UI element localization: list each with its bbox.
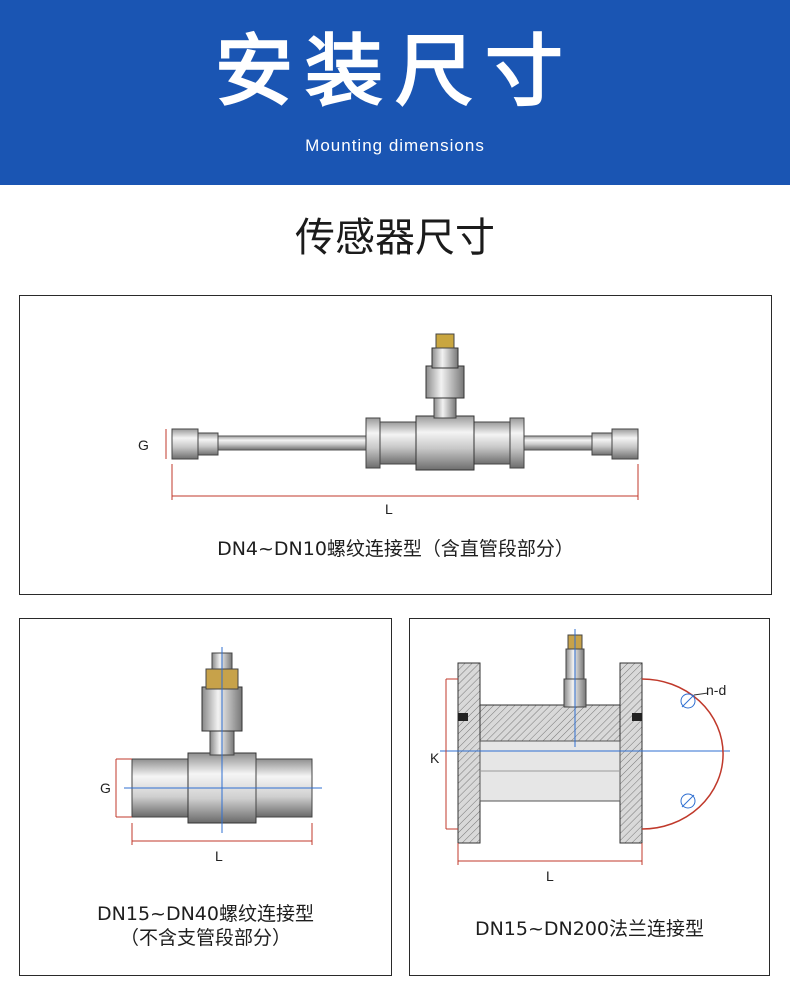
figure-caption-line1: DN15~DN40螺纹连接型 [97,903,314,925]
figure-panel-flange: K L n-d DN15~DN200法兰连接型 [409,618,770,976]
figure-panel-thread-with-pipe: G L DN4~DN10螺纹连接型（含直管段部分） [19,295,772,595]
sensor-drawing-flange: K L n-d [430,629,730,884]
figure-caption: DN4~DN10螺纹连接型（含直管段部分） [217,538,574,560]
sensor-drawing-thread: G L [100,647,322,864]
figure-caption-line2: （不含支管段部分） [119,927,291,949]
dimension-l-label: L [546,868,554,884]
figure-panel-thread: G L DN15~DN40螺纹连接型 （不含支管段部分） [19,618,392,976]
banner-title: 安装尺寸 [214,27,575,117]
banner-subtitle: Mounting dimensions [305,136,485,155]
dimension-nd-label: n-d [706,682,726,698]
dimension-g-label: G [100,780,111,796]
dimension-g-label: G [138,437,149,453]
header-banner: 安装尺寸 Mounting dimensions [0,0,790,185]
dimension-k-label: K [430,750,440,766]
figure-caption: DN15~DN200法兰连接型 [474,918,705,940]
dimension-l-label: L [215,848,223,864]
section-title: 传感器尺寸 [295,215,495,261]
sensor-drawing-thread-with-pipe: G L [138,333,639,517]
dimension-l-label: L [385,501,393,517]
